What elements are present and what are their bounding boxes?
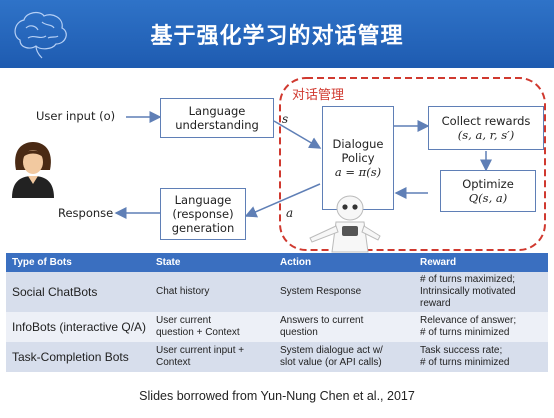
dialogue-management-region — [279, 77, 546, 251]
action-a-label: a — [286, 206, 294, 220]
cell-state: Chat history — [150, 272, 274, 312]
cell-type: Task-Completion Bots — [6, 342, 150, 372]
user-input-label: User input (o) — [36, 109, 116, 123]
lu-line1: Language — [188, 104, 246, 118]
table-row: Task-Completion Bots User current input … — [6, 342, 548, 372]
dialogue-policy-box: Dialogue Policy a = π(s) — [322, 106, 394, 210]
cell-reward: # of turns maximized;Intrinsically motiv… — [414, 272, 548, 312]
arrow-lu-to-policy — [273, 120, 322, 149]
header-reward: Reward — [414, 253, 548, 272]
cell-state: User current input +Context — [150, 342, 274, 372]
optimize-box: Optimize Q(s, a) — [440, 170, 536, 212]
diagram-arrows — [114, 77, 546, 251]
robot-icon — [309, 195, 381, 253]
collect-line1: Collect rewards — [441, 114, 531, 128]
footer-credit: Slides borrowed from Yun-Nung Chen et al… — [139, 389, 415, 403]
collect-line2: (s, a, r, s′) — [457, 128, 515, 142]
policy-line1: Dialogue — [332, 137, 384, 151]
response-label: Response — [58, 206, 114, 220]
header-action: Action — [274, 253, 414, 272]
header-state: State — [150, 253, 274, 272]
bot-types-table: Type of Bots State Action Reward Social … — [6, 253, 548, 372]
table-header-row: Type of Bots State Action Reward — [6, 253, 548, 272]
arrow-policy-to-lg — [244, 183, 321, 218]
slide-title: 基于强化学习的对话管理 — [150, 24, 404, 49]
policy-line3: a = π(s) — [334, 165, 382, 179]
state-s-label: s — [282, 112, 289, 126]
cell-reward: Task success rate;# of turns minimized — [414, 342, 548, 372]
language-generation-box: Language (response) generation — [160, 188, 246, 240]
cell-reward: Relevance of answer;# of turns minimized — [414, 312, 548, 342]
lg-line1: Language — [174, 193, 232, 207]
table-row: Social ChatBots Chat history System Resp… — [6, 272, 548, 312]
lu-line2: understanding — [175, 118, 259, 132]
dialogue-management-label: 对话管理 — [292, 88, 345, 103]
dialogue-diagram: User input (o) Response Language underst… — [0, 68, 554, 258]
person-icon — [12, 142, 54, 198]
optimize-line1: Optimize — [462, 177, 514, 191]
brain-logo-icon — [14, 11, 67, 59]
language-understanding-box: Language understanding — [160, 98, 274, 138]
policy-line2: Policy — [341, 151, 375, 165]
cell-type: Social ChatBots — [6, 272, 150, 312]
lg-line2: (response) — [172, 207, 234, 221]
cell-type: InfoBots (interactive Q/A) — [6, 312, 150, 342]
optimize-line2: Q(s, a) — [468, 191, 508, 205]
header-bar: 基于强化学习的对话管理 — [0, 0, 554, 68]
header-type: Type of Bots — [6, 253, 150, 272]
lg-line3: generation — [171, 221, 235, 235]
collect-rewards-box: Collect rewards (s, a, r, s′) — [428, 106, 544, 150]
cell-action: System dialogue act w/slot value (or API… — [274, 342, 414, 372]
cell-action: System Response — [274, 272, 414, 312]
